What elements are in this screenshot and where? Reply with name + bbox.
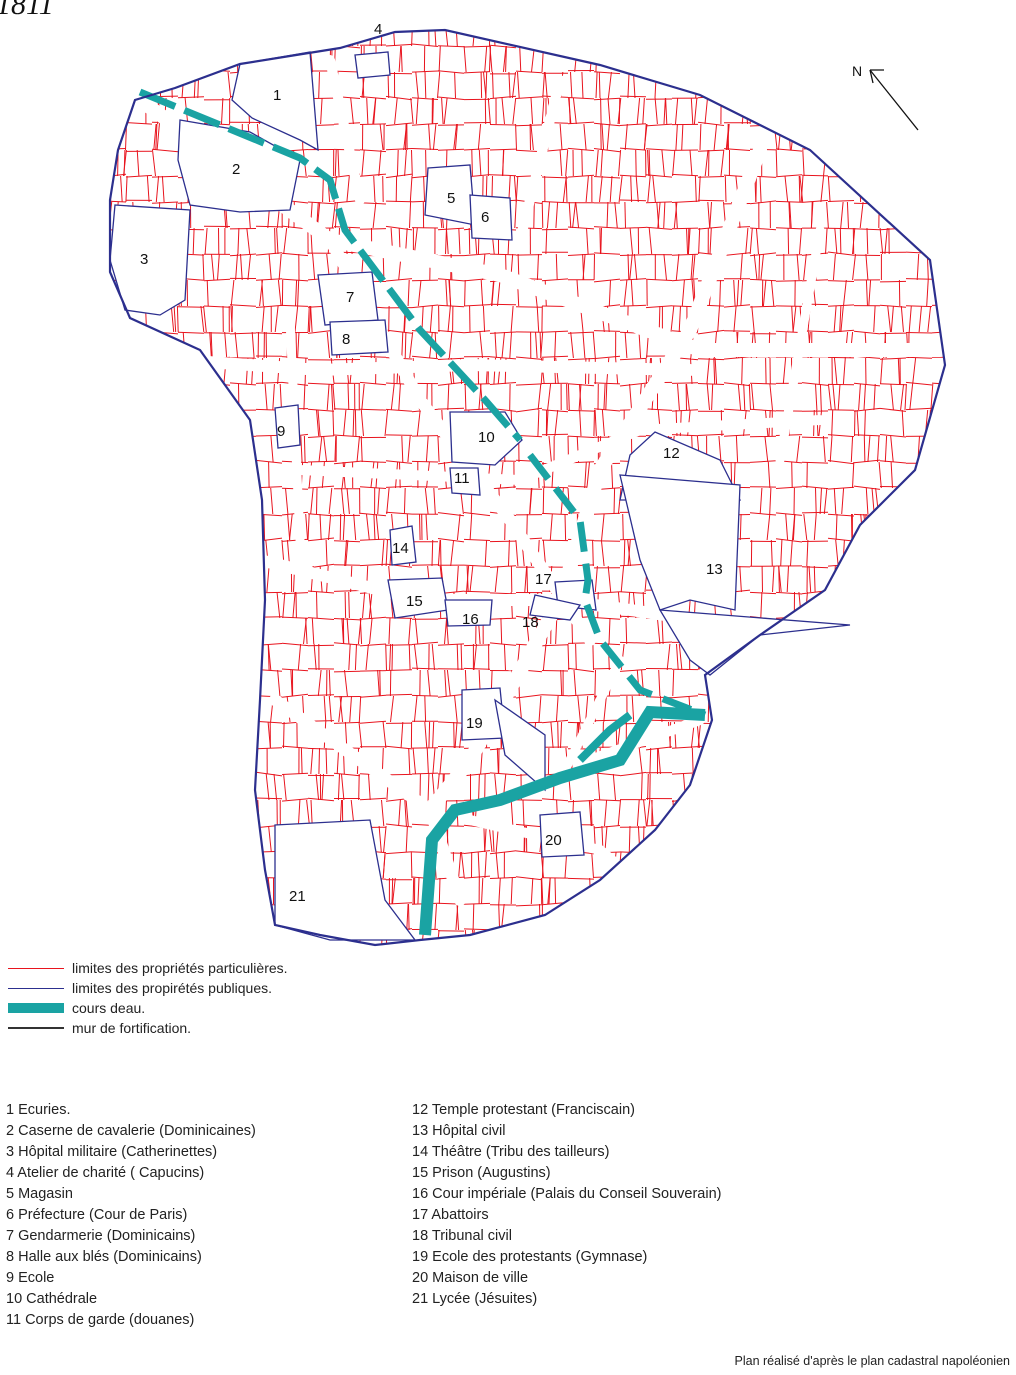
place-item: 8 Halle aux blés (Dominicains): [6, 1249, 202, 1265]
map-number-5: 5: [447, 190, 455, 207]
place-item: 7 Gendarmerie (Dominicains): [6, 1228, 196, 1244]
map-number-3: 3: [140, 251, 148, 268]
map-credit: Plan réalisé d'après le plan cadastral n…: [734, 1354, 1011, 1368]
map-number-17: 17: [535, 571, 552, 588]
place-item: 16 Cour impériale (Palais du Conseil Sou…: [412, 1186, 722, 1202]
map-number-20: 20: [545, 832, 562, 849]
place-item: 13 Hôpital civil: [412, 1123, 506, 1139]
place-item: 12 Temple protestant (Franciscain): [412, 1102, 635, 1118]
legend-public: limites des propirétés publiques.: [8, 978, 428, 998]
public-8: [329, 319, 389, 356]
public-14: [389, 525, 417, 566]
place-item: 3 Hôpital militaire (Catherinettes): [6, 1144, 218, 1160]
map-number-8: 8: [342, 331, 350, 348]
map-number-13: 13: [706, 561, 723, 578]
place-item: 15 Prison (Augustins): [412, 1165, 551, 1181]
map-number-9: 9: [277, 423, 285, 440]
private-line-swatch: [8, 967, 64, 969]
legend-public-label: limites des propirétés publiques.: [72, 980, 272, 996]
public-4: [354, 51, 391, 79]
public-16: [444, 599, 493, 627]
place-item: 21 Lycée (Jésuites): [412, 1291, 538, 1307]
place-item: 14 Théâtre (Tribu des tailleurs): [412, 1144, 610, 1160]
water-swatch: [8, 1003, 64, 1013]
place-item: 2 Caserne de cavalerie (Dominicaines): [6, 1123, 256, 1139]
place-item: 4 Atelier de charité ( Capucins): [6, 1165, 205, 1181]
place-list-left: 1 Ecuries. 2 Caserne de cavalerie (Domin…: [6, 1100, 396, 1331]
public-20: [539, 811, 585, 858]
place-item: 1 Ecuries.: [6, 1102, 71, 1118]
map-number-11: 11: [454, 470, 470, 487]
public-13: [619, 474, 741, 611]
map-number-16: 16: [462, 611, 479, 628]
map-title: 1811: [0, 0, 54, 21]
map-number-7: 7: [346, 289, 354, 306]
north-arrow: N: [852, 63, 919, 131]
map-number-6: 6: [481, 209, 489, 226]
public-properties: [109, 51, 851, 941]
map-number-15: 15: [406, 593, 423, 610]
map-number-1: 1: [273, 87, 281, 104]
place-numbers: 1 2 3 4 5 6 7 8 9 10 11 12 13 14 15 16 1…: [140, 21, 723, 905]
map-number-12: 12: [663, 445, 680, 462]
map-number-18: 18: [522, 614, 539, 631]
map-number-2: 2: [232, 161, 240, 178]
compass-label: N: [852, 63, 862, 79]
place-list-right: 12 Temple protestant (Franciscain) 13 Hô…: [412, 1100, 1012, 1310]
legend-wall: mur de fortification.: [8, 1018, 428, 1038]
public-line-swatch: [8, 987, 64, 989]
place-item: 10 Cathédrale: [6, 1291, 98, 1307]
place-item: 17 Abattoirs: [412, 1207, 489, 1223]
city-map: N 1 2 3 4 5 6 7 8 9 10 11 12 13 14 15 16…: [108, 21, 947, 947]
place-item: 19 Ecole des protestants (Gymnase): [412, 1249, 648, 1265]
public-2: [177, 119, 301, 213]
place-item: 5 Magasin: [6, 1186, 73, 1202]
map-number-21: 21: [289, 888, 306, 905]
place-item: 18 Tribunal civil: [412, 1228, 512, 1244]
public-6: [469, 194, 513, 241]
public-9: [274, 404, 301, 449]
legend-private-label: limites des propriétés particulières.: [72, 960, 288, 976]
water-courses: [138, 88, 707, 936]
place-item: 6 Préfecture (Cour de Paris): [6, 1207, 188, 1223]
legend-water: cours deau.: [8, 998, 428, 1018]
map-number-14: 14: [392, 540, 409, 557]
map-legend: limites des propriétés particulières. li…: [8, 958, 428, 1038]
legend-water-label: cours deau.: [72, 1000, 146, 1016]
fortification-wall: [108, 28, 947, 947]
public-18: [529, 594, 582, 621]
public-11: [449, 467, 481, 496]
wall-line-swatch: [8, 1027, 64, 1029]
legend-wall-label: mur de fortification.: [72, 1020, 192, 1036]
legend-private: limites des propriétés particulières.: [8, 958, 428, 978]
public-13b: [658, 609, 851, 676]
place-item: 9 Ecole: [6, 1270, 55, 1286]
public-19b: [494, 698, 546, 792]
map-number-4: 4: [374, 21, 382, 38]
place-item: 20 Maison de ville: [412, 1270, 529, 1286]
map-number-10: 10: [478, 429, 495, 446]
map-number-19: 19: [466, 715, 483, 732]
place-item: 11 Corps de garde (douanes): [6, 1312, 195, 1328]
